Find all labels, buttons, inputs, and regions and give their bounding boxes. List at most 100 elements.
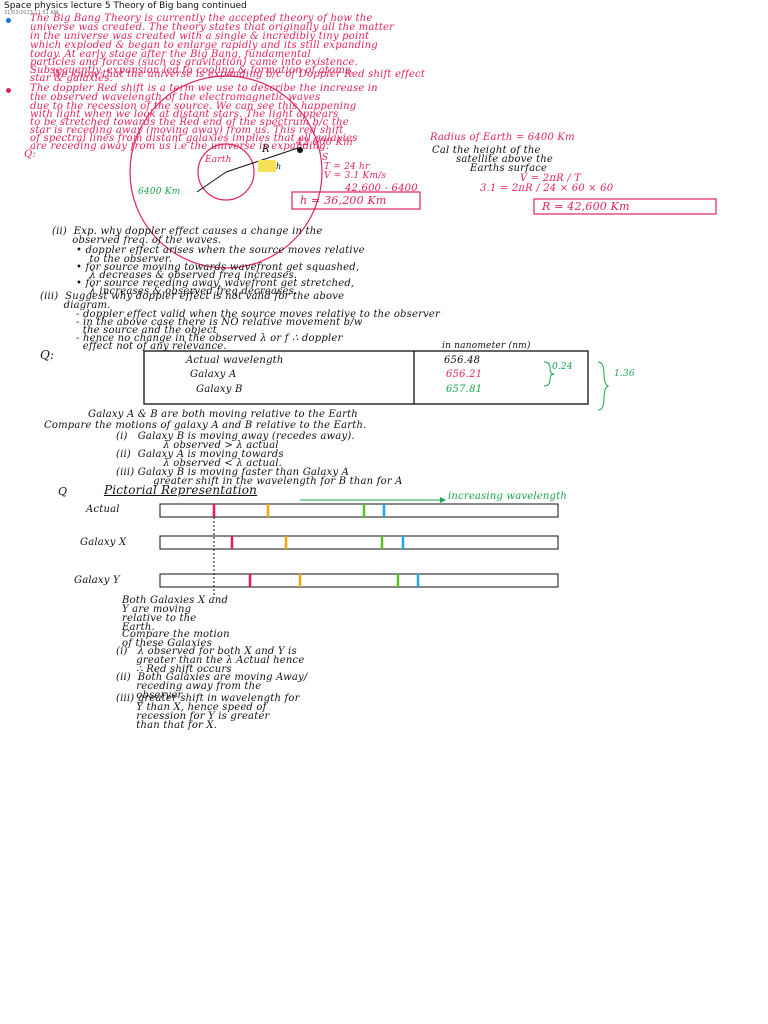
page-title: Space physics lecture 5 Theory of Big ba… — [4, 1, 247, 11]
spectrum-actual — [159, 503, 559, 518]
answer-line: (iii) greater shift in wavelength for — [116, 693, 300, 704]
table-statement: Compare the motions of galaxy A and B re… — [44, 420, 367, 431]
earth-circle — [197, 143, 255, 201]
V-value: V = 3.1 Km/s — [324, 171, 387, 181]
difference-label: 0.24 — [552, 362, 573, 372]
answer-line: ∴ Red shift occurs — [116, 664, 232, 675]
answer-R-box — [533, 198, 717, 215]
bullet-dot — [6, 88, 11, 93]
increasing-wavelength-label: increasing wavelength — [448, 491, 567, 502]
doppler-point: - in the above case there is NO relative… — [76, 317, 363, 328]
spectrum-label-galaxy-x: Galaxy X — [80, 537, 127, 548]
note-line: star & galaxies. — [30, 73, 113, 84]
increasing-arrow-head — [440, 497, 446, 503]
question-line: satellite above the — [456, 154, 554, 165]
answer-line: (ii) Both Galaxies are moving Away/ — [116, 672, 308, 683]
note-line: to be stretched towards the Red end of t… — [30, 117, 349, 128]
answer-h-box — [291, 191, 421, 210]
answer-R: R = 42,600 Km — [542, 200, 630, 213]
doppler-question: diagram. — [40, 300, 111, 311]
spectrum-galaxy-x — [159, 535, 559, 550]
note-line: which exploded & began to enlarge rapidl… — [30, 40, 378, 51]
calculation-2: 3.1 = 2πR / 24 × 60 × 60 — [480, 183, 614, 194]
table-row-label: Actual wavelength — [186, 355, 284, 366]
answer-line: recession for Y is greater — [116, 711, 270, 722]
earth-radius-label: Radius of Earth = 6400 Km — [430, 132, 575, 143]
note-line: universe was created. The theory states … — [30, 22, 395, 33]
note-line: in the universe was created with a singl… — [30, 31, 370, 42]
bullet-dot — [6, 18, 11, 23]
table-row-label: Galaxy B — [196, 384, 243, 395]
doppler-point: - hence no change in the observed λ or f… — [76, 333, 343, 344]
doppler-question: observed freq. of the waves. — [52, 235, 222, 246]
spectrum-label-actual: Actual — [86, 504, 120, 515]
doppler-point: - doppler effect valid when the source m… — [76, 309, 441, 320]
answer-line: observer — [116, 690, 183, 701]
doppler-point: • for source receding away, wavefront ge… — [76, 278, 355, 289]
table-answer: λ observed < λ actual. — [116, 458, 283, 469]
brace-1 — [543, 361, 555, 387]
question-label: Q — [58, 485, 68, 498]
table-row-value: 656.21 — [446, 369, 483, 380]
brace-2 — [597, 361, 610, 411]
doppler-point: the source and the object — [76, 325, 217, 336]
question-line: Cal the height of the — [432, 145, 541, 156]
note-line: Compare the motion — [122, 629, 230, 640]
note-line: particles and forces (such as gravitatio… — [30, 57, 358, 68]
table-row-value: 657.81 — [446, 384, 483, 395]
wavelength-table — [143, 350, 589, 405]
note-line: Earth. — [122, 622, 155, 633]
orbit-circle — [129, 75, 323, 269]
note-line: of these Galaxies — [122, 638, 212, 649]
question-label: Q: — [40, 348, 55, 362]
note-line: of spectral lines from distant galaxies … — [30, 133, 358, 144]
doppler-point: • for source moving towards wavefront ge… — [76, 262, 360, 273]
note-line: with light when we look at distant stars… — [30, 109, 339, 120]
table-statement: Galaxy A & B are both moving relative to… — [88, 409, 358, 420]
answer-line: (i) λ observed for both X and Y is — [116, 646, 297, 657]
unit-label: in nanometer (nm) — [442, 341, 531, 351]
question-line: Earths surface — [470, 163, 548, 174]
expanding-note: We know that the universe is expanding b… — [52, 69, 426, 80]
ground-radius-label: 6400 Km — [138, 187, 181, 197]
question-label: Q: — [24, 149, 36, 160]
doppler-point: λ decreases & observed freq increases. — [76, 270, 298, 281]
satellite-dot — [297, 147, 303, 153]
note-line: today. At early stage after the Big Bang… — [30, 49, 311, 60]
note-line: star is receding away (moving away) from… — [30, 125, 344, 136]
table-answer: (ii) Galaxy A is moving towards — [116, 449, 284, 460]
S-label: S — [322, 153, 329, 163]
note-line: Both Galaxies X and — [122, 595, 229, 606]
doppler-point: to the observer. — [76, 254, 173, 265]
orbit-radius-label: 42,600 Km — [296, 137, 353, 148]
answer-line: receding away from the — [116, 681, 262, 692]
answer-h: h = 36,200 Km — [300, 194, 387, 207]
R-label: R — [262, 144, 270, 155]
difference-label: 1.36 — [614, 369, 635, 379]
doppler-question: (ii) Exp. why doppler effect causes a ch… — [52, 226, 323, 237]
height-marker — [258, 160, 276, 172]
note-line: are receding away from us i.e the univer… — [30, 141, 330, 152]
note-line: Y are moving — [122, 604, 192, 615]
formula: V = 2πR / T — [520, 173, 582, 184]
note-line: due to the recession of the source. We c… — [30, 101, 357, 112]
answer-line: greater than the λ Actual hence — [116, 655, 305, 666]
answer-line: than that for X. — [116, 720, 218, 731]
calculation-1: 42,600 - 6400 — [345, 183, 418, 194]
doppler-question: (iii) Suggest why doppler effect is not … — [40, 291, 345, 302]
note-line: the observed wavelength of the electroma… — [30, 92, 321, 103]
earth-label: Earth — [205, 155, 232, 165]
table-answer: (i) Galaxy B is moving away (recedes awa… — [116, 431, 355, 442]
note-line: Subsequently, expansion led to cooling &… — [30, 65, 354, 76]
earth-radius-line — [196, 171, 227, 193]
spectrum-label-galaxy-y: Galaxy Y — [74, 575, 120, 586]
spectrum-galaxy-y — [159, 573, 559, 588]
table-answer: greater shift in the wavelength for B th… — [116, 476, 403, 487]
table-row-value: 656.48 — [444, 355, 481, 366]
doppler-point: effect not of any relevance. — [76, 341, 227, 352]
table-answer: λ observed > λ actual — [116, 440, 279, 451]
pictorial-title: Pictorial Representation — [104, 483, 258, 497]
h-label: h — [276, 162, 282, 171]
table-answer: (iii) Galaxy B is moving faster than Gal… — [116, 467, 350, 478]
